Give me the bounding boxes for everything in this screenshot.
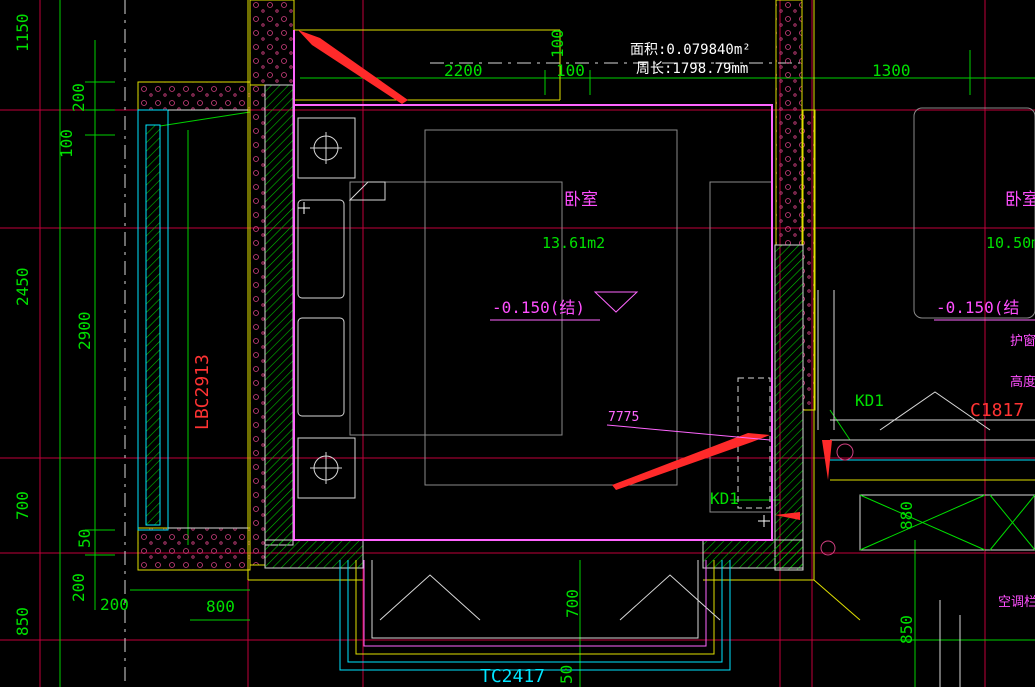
dim-right-850: 850: [897, 615, 916, 644]
dim-left-2900: 2900: [75, 311, 94, 350]
elevation-marker-main: [593, 291, 639, 313]
room-name-right: 卧室: [1005, 190, 1035, 210]
dimension-lines: [59, 0, 1035, 687]
dashed-axis-lines: [124, 0, 800, 687]
door-label-kd1-right: KD1: [855, 391, 884, 410]
door-label-kd1-left: KD1: [710, 489, 739, 508]
dim-left-700: 700: [13, 491, 32, 520]
dim-left-100: 100: [57, 129, 76, 158]
dim-top-100: 100: [556, 61, 585, 80]
room-elevation-main: -0.150(结): [492, 298, 585, 317]
room-name-main: 卧室: [564, 190, 598, 210]
room-area-main: 13.61m2: [542, 234, 605, 252]
dim-bottom-700: 700: [563, 589, 582, 618]
dim-left-50: 50: [75, 529, 94, 548]
concrete-walls: [137, 0, 816, 571]
dim-bottom-50: 50: [557, 665, 576, 684]
room-note-right-2: 高度: [1010, 374, 1035, 390]
leader-label-7775: 7775: [608, 410, 639, 425]
room-elevation-right: -0.150(结: [936, 298, 1019, 317]
window-label-left: LBC2913: [192, 354, 213, 430]
room-area-right: 10.50m: [986, 234, 1035, 252]
left-window: [137, 109, 248, 531]
window-label-bottom: TC2417: [480, 666, 545, 687]
dim-left-1150: 1150: [13, 13, 32, 52]
dim-right-880: 880: [897, 501, 916, 530]
ac-label: 空调栏: [998, 595, 1035, 610]
right-equipment: [820, 391, 1035, 687]
bottom-window: [339, 560, 731, 671]
annotation-arrows: [298, 30, 832, 520]
area-readout: 面积:0.079840m²: [630, 42, 751, 58]
furniture: [297, 107, 1035, 513]
dim-top-1300: 1300: [872, 61, 911, 80]
dim-bottom-800: 800: [206, 597, 235, 616]
cursor-crosshair: [298, 202, 770, 527]
selected-room-region[interactable]: [293, 104, 773, 541]
dim-left-2450: 2450: [13, 267, 32, 306]
dim-left-200: 200: [69, 83, 88, 112]
dim-left-850: 850: [13, 607, 32, 636]
room-note-right-1: 护窗栏: [1010, 333, 1035, 349]
dim-top-100-vertical: 100: [548, 29, 567, 58]
perimeter-readout: 周长:1798.79mm: [636, 61, 748, 77]
dim-left-200-bottom: 200: [69, 573, 88, 602]
dim-top-2200: 2200: [444, 61, 483, 80]
window-label-right: C1817 b: [970, 400, 1035, 421]
dim-bottom-200: 200: [100, 595, 129, 614]
leader-line: [606, 424, 771, 441]
